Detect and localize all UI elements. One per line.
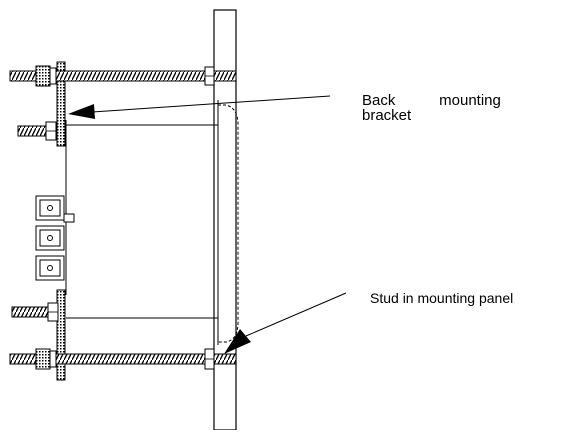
label-mounting-word: mounting: [439, 92, 501, 109]
terminals: [35, 195, 75, 281]
stud-leader: [224, 292, 347, 354]
label-bracket-word: bracket: [362, 107, 412, 124]
upper-short-stud: [17, 121, 57, 141]
relay-body: [65, 100, 239, 345]
lower-short-stud: [11, 302, 59, 322]
terminal-3: [35, 255, 65, 281]
top-stud: [9, 65, 237, 87]
label-back-word: Back: [362, 92, 396, 109]
terminal-2: [35, 225, 65, 251]
terminal-1: [35, 195, 75, 223]
bottom-bracket: [56, 289, 66, 381]
bottom-stud: [9, 348, 237, 370]
bracket-leader: [68, 95, 331, 119]
back-mounting-bracket: [56, 61, 66, 147]
label-stud-in-mounting-panel: Stud in mounting panel: [370, 290, 513, 306]
